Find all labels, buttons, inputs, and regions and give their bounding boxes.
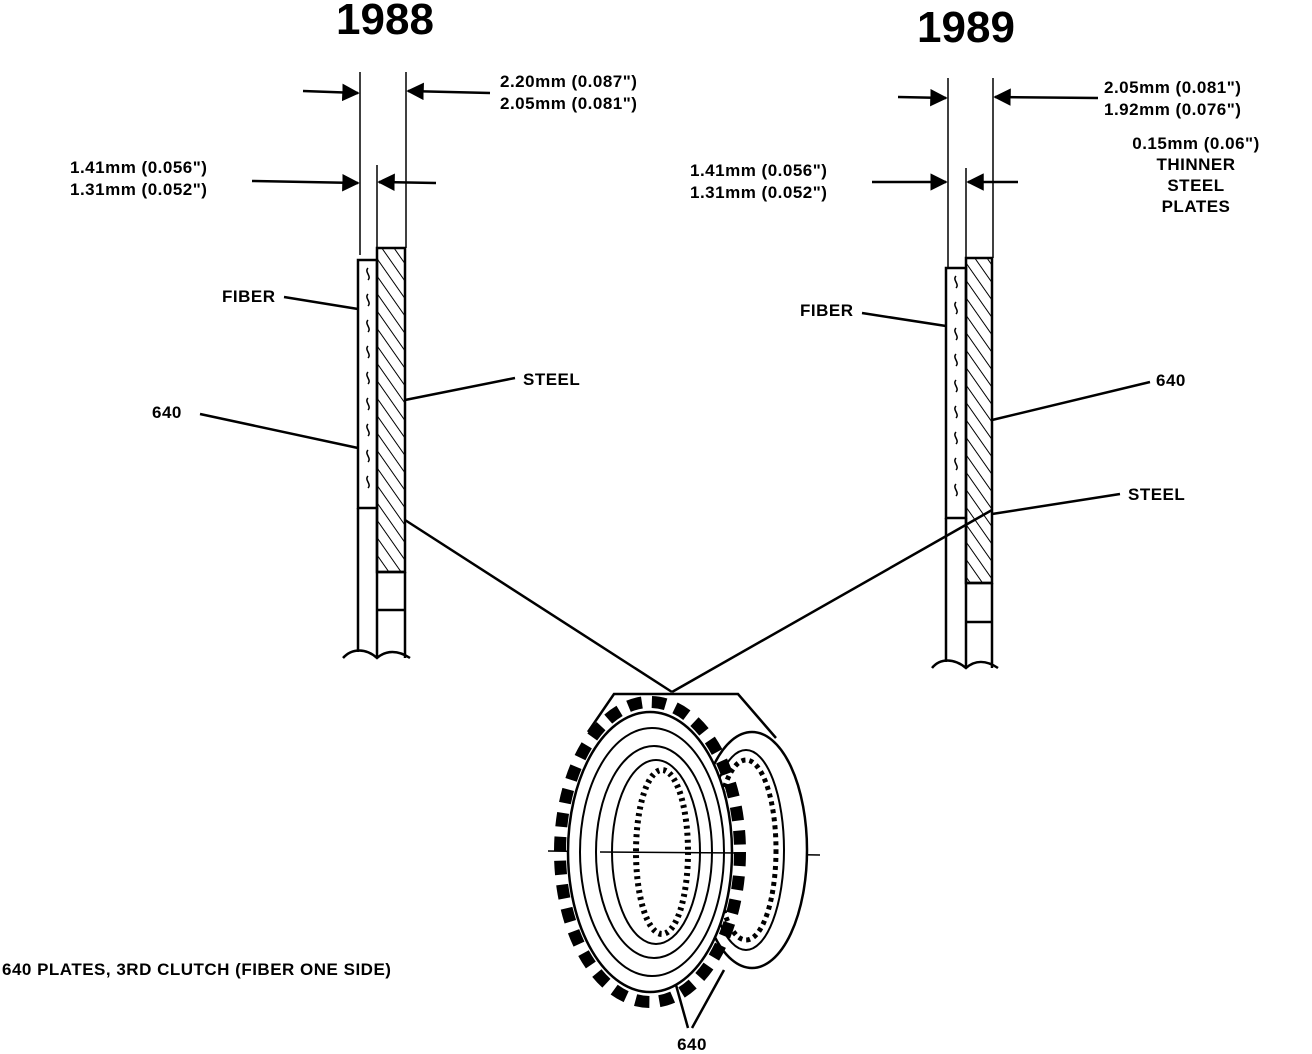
part-label: 640 — [1156, 371, 1186, 390]
leader-line — [674, 984, 690, 1029]
dimension-arrow — [251, 173, 360, 192]
leader-line — [991, 492, 1121, 516]
dimension-arrow — [302, 83, 360, 102]
callout-bracket — [586, 692, 777, 739]
steel-plate — [375, 246, 407, 574]
fiber-label: FIBER — [800, 301, 854, 320]
bottom-part-label: 640 — [677, 1035, 707, 1054]
dimension-arrow — [377, 173, 437, 192]
steel-label: STEEL — [523, 370, 580, 389]
leader-line — [991, 380, 1151, 422]
leader-line — [861, 311, 947, 328]
year-title: 1989 — [917, 3, 1015, 52]
leader-line — [199, 412, 359, 450]
dimension-arrow — [406, 82, 491, 101]
callout-line — [671, 508, 993, 694]
steel-dim-min: 1.31mm (0.052") — [70, 180, 207, 199]
clutch-plate-illustration: 640 — [547, 696, 821, 1054]
fiber-label: FIBER — [222, 287, 276, 306]
fiber-plate-outer-teeth — [554, 696, 746, 1008]
steel-label: STEEL — [1128, 485, 1185, 504]
section-1988: 1988 2.20mm (0.087") 2.05mm (0.081") 1.4… — [70, 0, 637, 660]
steel-dim-max: 1.41mm (0.056") — [690, 161, 827, 180]
year-title: 1988 — [336, 0, 434, 44]
fiber-plate-ring — [579, 727, 725, 977]
fiber-squiggles — [954, 275, 958, 497]
caption: 640 PLATES, 3RD CLUTCH (FIBER ONE SIDE) — [2, 960, 391, 979]
note-line-2: THINNER — [1156, 155, 1235, 174]
steel-plate — [964, 256, 994, 585]
break-line — [342, 649, 411, 660]
leader-line — [690, 969, 726, 1029]
note-line-4: PLATES — [1162, 197, 1231, 216]
overall-dim-max: 2.05mm (0.081") — [1104, 78, 1241, 97]
leader-line — [404, 376, 516, 402]
dimension-arrow — [993, 88, 1099, 106]
note-line-3: STEEL — [1167, 176, 1224, 195]
fiber-squiggles — [366, 267, 370, 489]
section-1989: 1989 2.05mm (0.081") 1.92mm (0.076") 1.4… — [690, 3, 1260, 670]
leader-line — [283, 295, 359, 311]
overall-dim-min: 1.92mm (0.076") — [1104, 100, 1241, 119]
fiber-plate — [944, 266, 968, 520]
overall-dim-min: 2.05mm (0.081") — [500, 94, 637, 113]
part-label: 640 — [152, 403, 182, 422]
center-line-front — [599, 851, 741, 854]
overall-dim-max: 2.20mm (0.087") — [500, 72, 637, 91]
steel-dim-min: 1.31mm (0.052") — [690, 183, 827, 202]
callout-line — [404, 518, 673, 694]
note-line-1: 0.15mm (0.06") — [1132, 134, 1260, 153]
dimension-arrow — [897, 88, 948, 107]
break-line — [931, 659, 999, 670]
steel-dim-max: 1.41mm (0.056") — [70, 158, 207, 177]
detail-callout — [404, 508, 993, 739]
